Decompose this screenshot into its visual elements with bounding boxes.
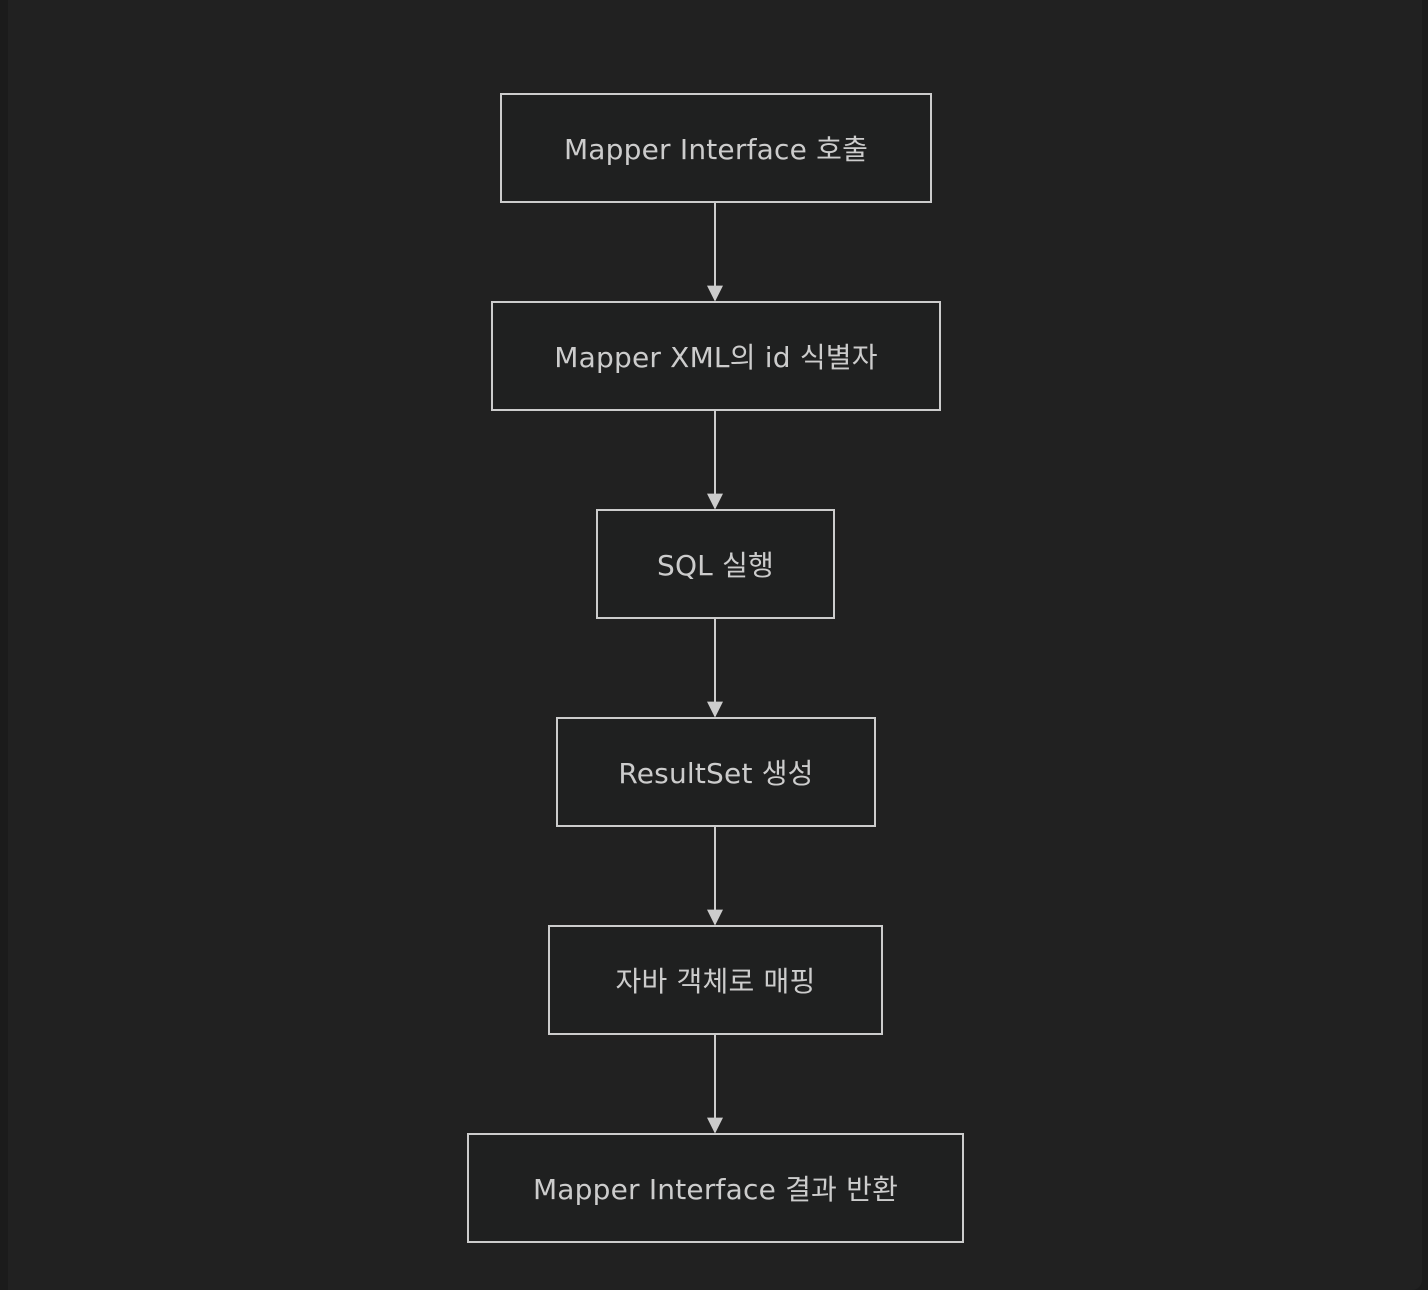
- node-sql-execute: SQL 실행: [596, 509, 835, 619]
- node-resultset-create: ResultSet 생성: [556, 717, 876, 827]
- node-java-object-mapping: 자바 객체로 매핑: [548, 925, 883, 1035]
- node-label: 자바 객체로 매핑: [615, 965, 816, 998]
- node-label: Mapper Interface 결과 반환: [532, 1173, 899, 1206]
- node-mapper-interface-call: Mapper Interface 호출: [500, 93, 932, 203]
- node-label: Mapper XML의 id 식별자: [554, 341, 878, 374]
- node-label: SQL 실행: [656, 549, 775, 582]
- node-label: Mapper Interface 호출: [563, 133, 869, 166]
- node-mapper-interface-return: Mapper Interface 결과 반환: [467, 1133, 964, 1243]
- node-mapper-xml-id: Mapper XML의 id 식별자: [491, 301, 941, 411]
- node-label: ResultSet 생성: [618, 757, 814, 790]
